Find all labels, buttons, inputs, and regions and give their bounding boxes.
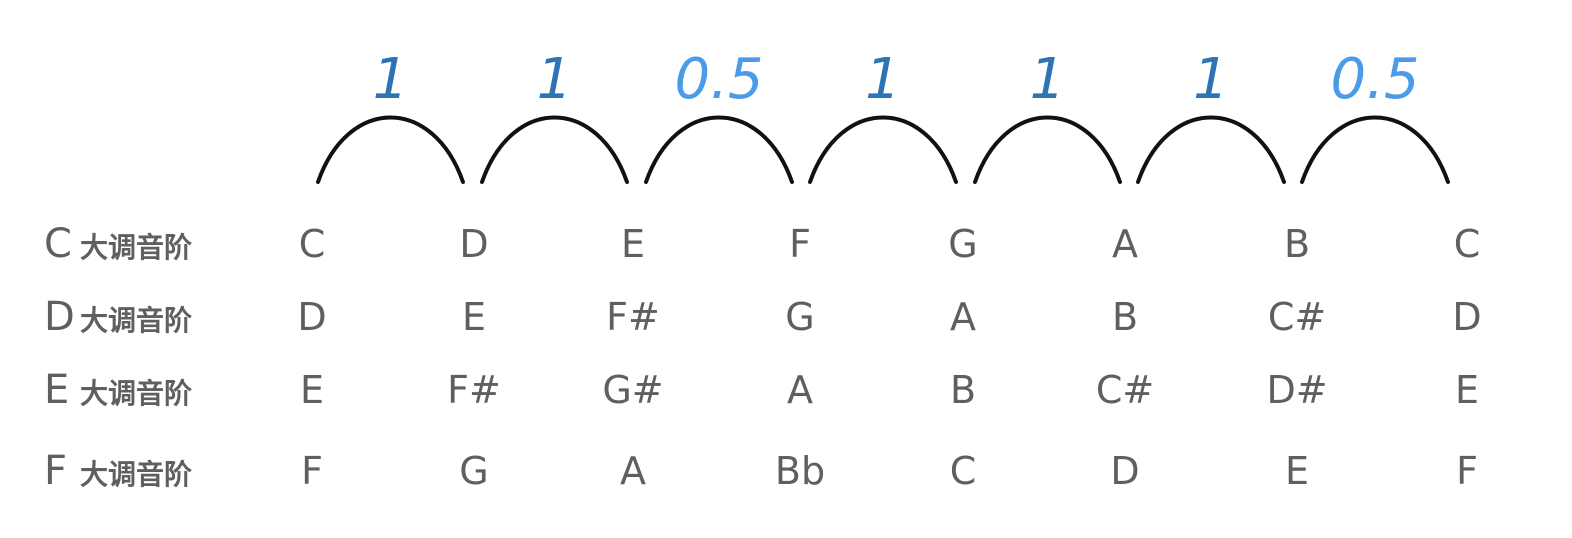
- scale-note: E: [621, 222, 645, 266]
- scale-note: A: [950, 295, 976, 339]
- scale-note: F: [301, 449, 323, 493]
- interval-arc: [973, 115, 1122, 184]
- scale-note: C: [1454, 222, 1481, 266]
- scale-note: E: [462, 295, 486, 339]
- scale-note: F: [1456, 449, 1478, 493]
- scale-note: E: [1285, 449, 1309, 493]
- scale-key-letter: C: [44, 221, 72, 267]
- scale-row-label: 大调音阶: [80, 304, 192, 337]
- scale-note: A: [787, 368, 813, 412]
- scale-note: B: [1284, 222, 1310, 266]
- interval-arc: [808, 115, 958, 184]
- scale-note: C#: [1096, 368, 1154, 412]
- scale-note: G: [459, 449, 488, 493]
- whole-step-label: 1: [537, 47, 573, 112]
- scale-note: D#: [1266, 368, 1327, 412]
- scale-note: C: [299, 222, 326, 266]
- scale-note: D: [1110, 449, 1139, 493]
- scale-note: D: [297, 295, 326, 339]
- interval-arc: [1136, 115, 1286, 184]
- scale-note: D: [1452, 295, 1481, 339]
- scale-note: C#: [1268, 295, 1326, 339]
- interval-arc: [644, 115, 794, 184]
- interval-arc: [316, 115, 465, 184]
- whole-step-label: 1: [373, 47, 409, 112]
- scale-row-label: 大调音阶: [80, 377, 192, 410]
- scale-note: B: [950, 368, 976, 412]
- scale-row-f-major: F 大调音阶 F G A Bb C D E F: [44, 448, 1478, 494]
- scale-note: A: [620, 449, 646, 493]
- scale-key-letter: E: [44, 367, 69, 413]
- whole-step-label: 1: [1030, 47, 1066, 112]
- scale-key-letter: D: [44, 294, 75, 340]
- scale-row-label: 大调音阶: [80, 231, 192, 264]
- scale-note: Bb: [775, 449, 825, 493]
- scale-note: D: [459, 222, 488, 266]
- scale-note: E: [300, 368, 324, 412]
- whole-step-label: 1: [865, 47, 901, 112]
- scale-note: C: [950, 449, 977, 493]
- scale-note: A: [1112, 222, 1138, 266]
- half-step-label: 0.5: [1330, 47, 1419, 112]
- scale-row-label: 大调音阶: [80, 458, 192, 491]
- interval-arc: [480, 115, 629, 184]
- scale-row-e-major: E 大调音阶 E F# G# A B C# D# E: [44, 367, 1479, 413]
- interval-arc: [1300, 115, 1450, 184]
- whole-step-label: 1: [1193, 47, 1229, 112]
- half-step-label: 0.5: [674, 47, 763, 112]
- scale-note: G: [785, 295, 814, 339]
- scale-note: F#: [606, 295, 660, 339]
- scale-note: G: [948, 222, 977, 266]
- interval-row: 1 1 0.5 1 1 1 0.5: [316, 47, 1450, 184]
- scale-note: G#: [602, 368, 663, 412]
- scale-note: F#: [447, 368, 501, 412]
- scale-note: F: [789, 222, 811, 266]
- scale-note: E: [1455, 368, 1479, 412]
- scale-note: B: [1112, 295, 1138, 339]
- scale-key-letter: F: [44, 448, 67, 494]
